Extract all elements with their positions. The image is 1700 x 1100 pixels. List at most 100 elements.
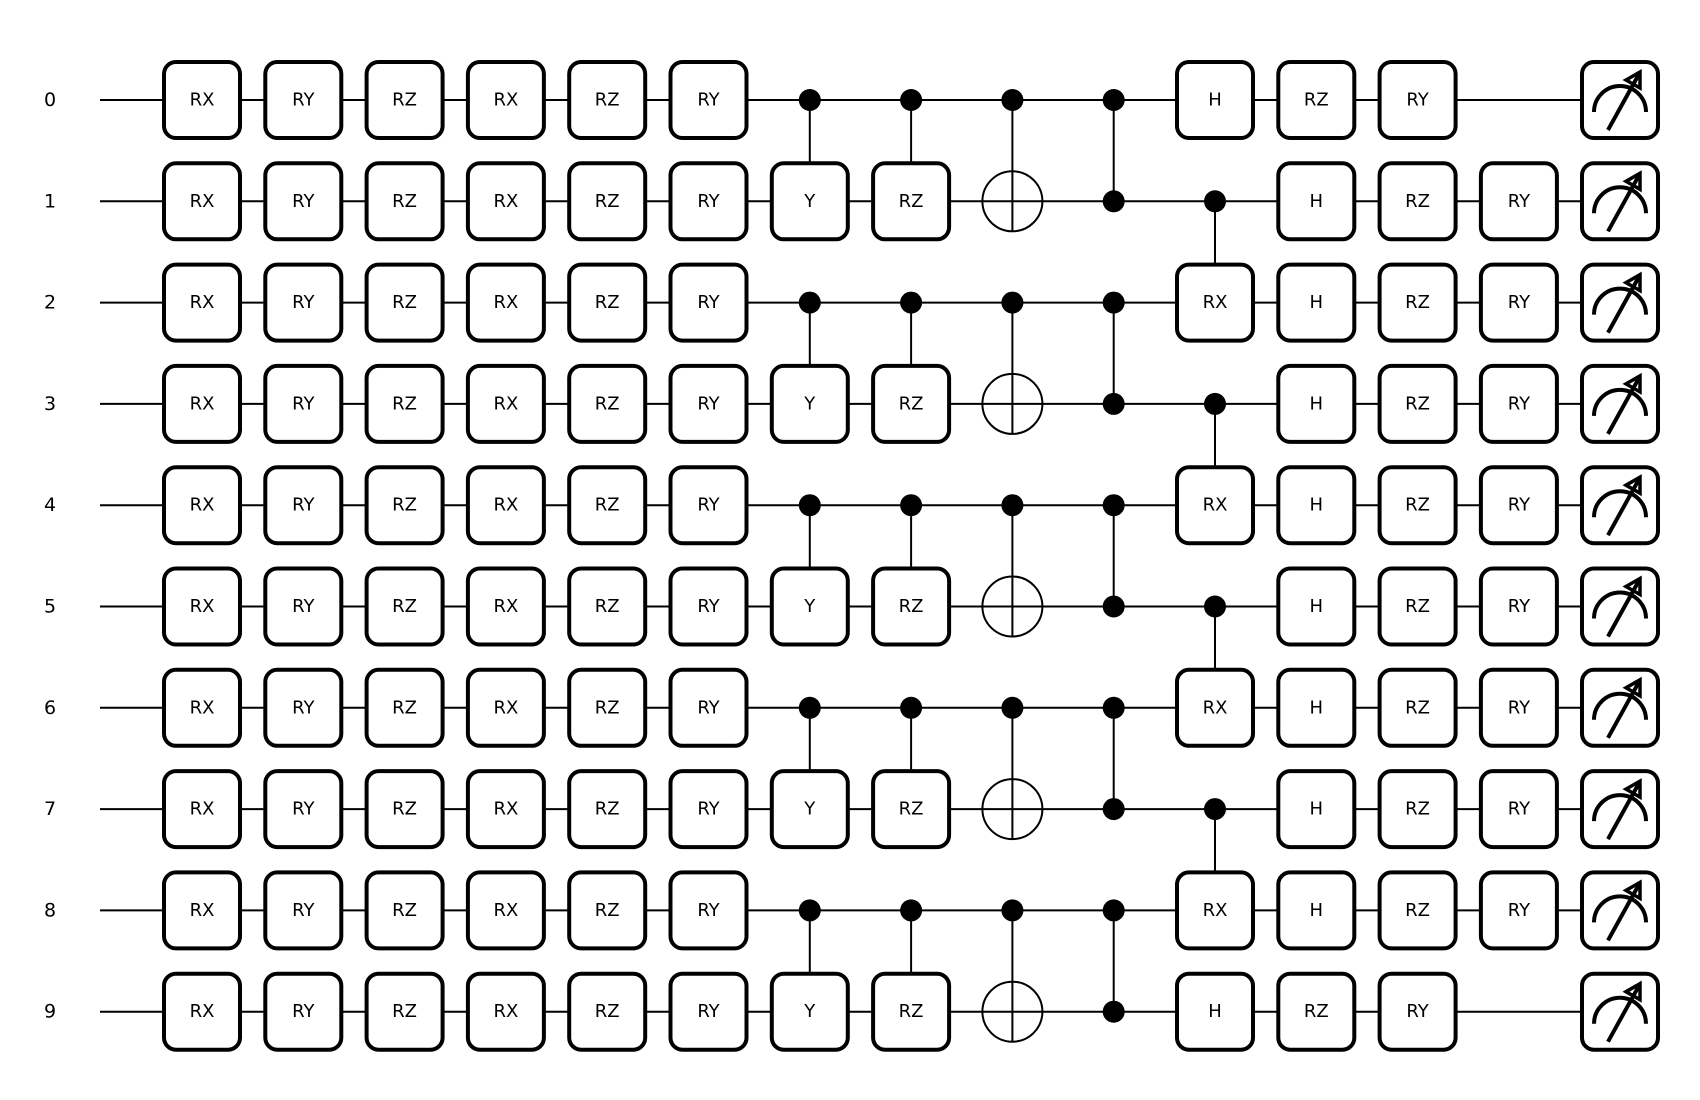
gate-rz: RZ <box>871 971 952 1052</box>
gate-ry: RY <box>263 60 344 140</box>
gate-box <box>364 566 445 647</box>
gate-box <box>1478 769 1559 850</box>
gate-label: RX <box>493 697 518 718</box>
gate-rz: RZ <box>364 60 445 140</box>
gate-rz: RZ <box>364 971 445 1052</box>
gate-label: RZ <box>392 393 417 414</box>
control-dot-icon <box>798 696 821 719</box>
gate-rz: RZ <box>567 161 648 242</box>
gate-box <box>1276 363 1357 444</box>
gate-box <box>871 161 952 242</box>
gate-label: H <box>1310 495 1324 516</box>
gate-label: RY <box>292 1001 315 1022</box>
gate-ry: RY <box>1478 870 1559 951</box>
gate-label: RZ <box>899 191 924 212</box>
gate-label: RY <box>292 90 315 111</box>
meter-box <box>1580 465 1660 546</box>
gate-label: RZ <box>1405 697 1430 718</box>
gate-label: RY <box>1508 900 1531 921</box>
gate-box <box>1377 363 1458 444</box>
meter-arrowhead <box>1622 575 1642 598</box>
gate-label: RZ <box>595 596 620 617</box>
gate-box <box>668 667 749 748</box>
gate-label: RX <box>190 90 215 111</box>
meter-box <box>1580 769 1660 850</box>
gate-label: H <box>1310 900 1324 921</box>
gate-ry: RY <box>668 60 749 140</box>
gate-label: RZ <box>595 495 620 516</box>
gate-label: RY <box>1508 292 1531 313</box>
gate-box <box>364 161 445 242</box>
gate-box <box>263 60 344 140</box>
meter-box <box>1580 363 1660 444</box>
meter-box <box>1580 971 1660 1052</box>
gate-rz: RZ <box>364 161 445 242</box>
meter-icon <box>1580 870 1660 951</box>
gate-label: RY <box>292 596 315 617</box>
gate-box <box>668 566 749 647</box>
gate-ry: RY <box>668 870 749 951</box>
gate-ry: RY <box>1478 262 1559 343</box>
gate-rz: RZ <box>1276 60 1357 140</box>
gate-box <box>769 161 850 242</box>
gate-label: RZ <box>595 1001 620 1022</box>
gate-box <box>567 971 648 1052</box>
gate-rx: RX <box>162 971 242 1052</box>
control-dot-icon <box>1102 190 1125 213</box>
gate-box <box>465 262 546 343</box>
gate-box <box>263 971 344 1052</box>
gate-label: RY <box>292 900 315 921</box>
gate-label: RZ <box>899 1001 924 1022</box>
gate-label: RY <box>1508 697 1531 718</box>
gate-label: RZ <box>1304 90 1329 111</box>
gate-box <box>263 769 344 850</box>
gate-label: RX <box>190 1001 215 1022</box>
control-dot-icon <box>1102 595 1125 618</box>
gate-label: RZ <box>1405 292 1430 313</box>
gate-label: RY <box>292 393 315 414</box>
gate-box <box>769 566 850 647</box>
gate-rz: RZ <box>364 262 445 343</box>
gate-box <box>1377 971 1458 1052</box>
gate-label: RX <box>493 900 518 921</box>
gate-box <box>567 870 648 951</box>
gate-label: RY <box>697 90 720 111</box>
gate-box <box>567 363 648 444</box>
meter-arrowhead <box>1622 980 1642 1003</box>
gate-box <box>668 363 749 444</box>
gate-ry: RY <box>263 870 344 951</box>
gate-rz: RZ <box>1377 870 1458 951</box>
gate-box <box>162 161 242 242</box>
gate-h: H <box>1276 262 1357 343</box>
control-dot-icon <box>1102 798 1125 821</box>
gate-y: Y <box>769 566 850 647</box>
gate-box <box>1276 262 1357 343</box>
gate-label: RY <box>292 697 315 718</box>
gate-rx: RX <box>465 262 546 343</box>
gate-label: Y <box>803 596 816 617</box>
cz-gate <box>1102 899 1125 1023</box>
meter-icon <box>1580 60 1660 140</box>
control-dot-icon <box>1102 392 1125 415</box>
gate-h: H <box>1276 870 1357 951</box>
gate-label: RZ <box>1304 1001 1329 1022</box>
gate-label: RX <box>493 191 518 212</box>
gate-box <box>162 60 242 140</box>
gate-label: H <box>1310 292 1324 313</box>
gate-rx: RX <box>465 60 546 140</box>
meter-icon <box>1580 971 1660 1052</box>
gate-rx: RX <box>162 161 242 242</box>
gate-box <box>567 161 648 242</box>
wire-label: 7 <box>44 798 56 820</box>
gate-box <box>162 769 242 850</box>
control-dot-icon <box>1001 899 1024 922</box>
gate-box <box>1276 60 1357 140</box>
gate-rz: RZ <box>567 60 648 140</box>
gate-ry: RY <box>263 363 344 444</box>
gate-box <box>567 60 648 140</box>
meter-arrowhead <box>1622 372 1642 395</box>
cnot-target-icon <box>981 575 1044 638</box>
control-dot-icon <box>900 494 923 517</box>
gate-label: H <box>1310 393 1324 414</box>
gate-box <box>162 971 242 1052</box>
